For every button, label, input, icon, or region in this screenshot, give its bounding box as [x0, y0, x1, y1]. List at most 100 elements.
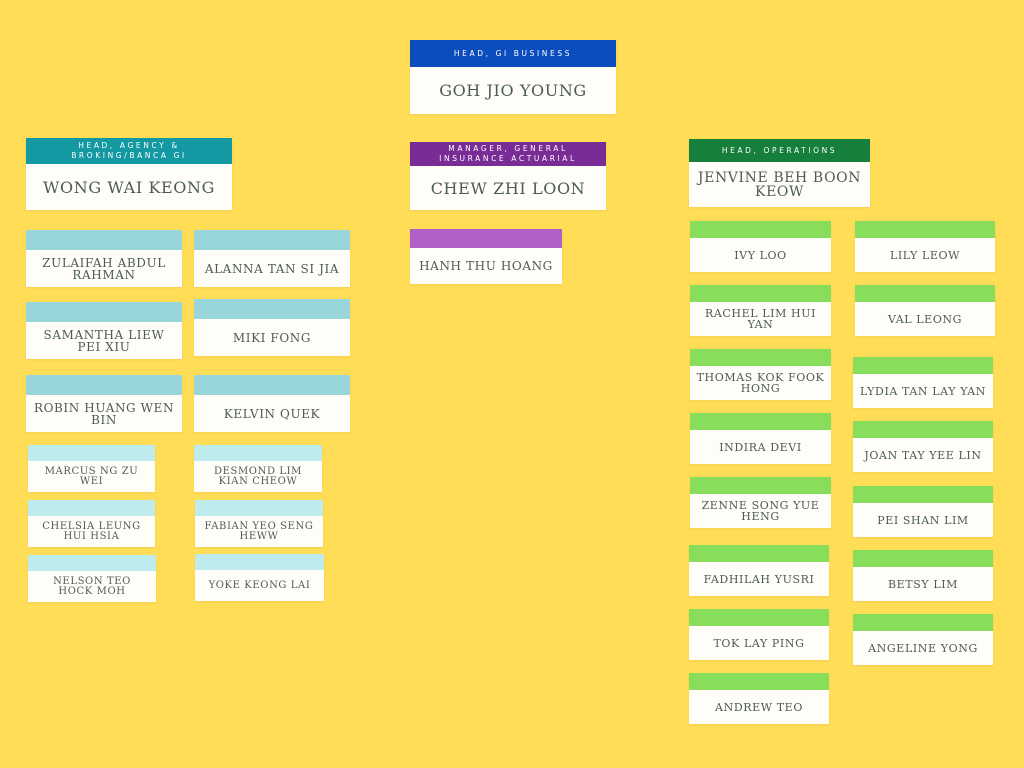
member-band	[853, 614, 993, 631]
person-name: LYDIA TAN LAY YAN	[859, 384, 986, 398]
person-name: HANH THU HOANG	[419, 259, 553, 273]
person-name: THOMAS KOK FOOK HONG	[696, 371, 825, 395]
person-name: ZULAIFAH ABDUL RAHMAN	[42, 255, 166, 282]
person-name: JOAN TAY YEE LIN	[864, 448, 982, 462]
member-band	[853, 550, 993, 567]
agency-member-card: ROBIN HUANG WEN BIN	[26, 375, 182, 432]
person-name: KELVIN QUEK	[223, 406, 321, 421]
operations-member-card: VAL LEONG	[855, 285, 995, 336]
agency-member-card: ALANNA TAN SI JIA	[194, 230, 350, 287]
person-name: FABIAN YEO SENG HEWW	[204, 520, 314, 542]
member-band	[26, 230, 182, 250]
member-band	[690, 221, 831, 238]
role-title: HEAD, GI BUSINESS	[453, 48, 573, 58]
member-band	[690, 285, 831, 302]
actuarial-member-card: HANH THU HOANG	[410, 229, 562, 284]
member-band	[26, 302, 182, 322]
person-name: LILY LEOW	[889, 248, 961, 262]
member-band	[689, 609, 829, 626]
person-name: TOK LAY PING	[713, 636, 805, 650]
person-name: VAL LEONG	[887, 312, 963, 326]
agency-member-card: SAMANTHA LIEW PEI XIU	[26, 302, 182, 359]
person-name: WONG WAI KEONG	[43, 177, 215, 197]
person-name: JENVINE BEH BOON KEOW	[697, 169, 862, 200]
person-name: MIKI FONG	[232, 330, 312, 345]
operations-member-card: PEI SHAN LIM	[853, 486, 993, 537]
person-name: MARCUS NG ZU WEI	[44, 465, 139, 487]
agency-member-card: DESMOND LIM KIAN CHEOW	[194, 445, 322, 492]
agency-member-card: ZULAIFAH ABDUL RAHMAN	[26, 230, 182, 287]
person-name: SAMANTHA LIEW PEI XIU	[43, 327, 165, 354]
role-title: HEAD, OPERATIONS	[721, 145, 838, 155]
person-name: ALANNA TAN SI JIA	[204, 261, 340, 276]
member-band	[853, 357, 993, 374]
card-head-gi-business: HEAD, GI BUSINESS GOH JIO YOUNG	[410, 40, 616, 114]
person-name: CHELSIA LEUNG HUI HSIA	[42, 520, 141, 542]
member-band	[195, 500, 323, 516]
operations-member-card: ANDREW TEO	[689, 673, 829, 724]
role-band: HEAD, GI BUSINESS	[410, 40, 616, 67]
agency-member-card: KELVIN QUEK	[194, 375, 350, 432]
role-title: MANAGER, GENERAL INSURANCE ACTUARIAL	[439, 144, 577, 163]
role-band: HEAD, OPERATIONS	[689, 139, 870, 162]
operations-member-card: INDIRA DEVI	[690, 413, 831, 464]
operations-member-card: FADHILAH YUSRI	[689, 545, 829, 596]
agency-member-card: YOKE KEONG LAI	[195, 554, 324, 601]
person-name: INDIRA DEVI	[719, 440, 802, 454]
operations-member-card: BETSY LIM	[853, 550, 993, 601]
person-name: ANDREW TEO	[715, 700, 803, 714]
person-name: NELSON TEO HOCK MOH	[53, 575, 131, 597]
member-band	[28, 500, 155, 516]
role-band: HEAD, AGENCY & BROKING/BANCA GI	[26, 138, 232, 164]
member-band	[689, 673, 829, 690]
member-band	[195, 554, 324, 570]
member-band	[26, 375, 182, 395]
person-name: BETSY LIM	[887, 577, 959, 591]
role-band: MANAGER, GENERAL INSURANCE ACTUARIAL	[410, 142, 606, 166]
person-name: PEI SHAN LIM	[877, 513, 969, 527]
member-band	[28, 445, 155, 461]
person-name: FADHILAH YUSRI	[703, 572, 815, 586]
member-band	[410, 229, 562, 248]
operations-member-card: IVY LOO	[690, 221, 831, 272]
member-band	[853, 486, 993, 503]
member-band	[853, 421, 993, 438]
card-manager-actuarial: MANAGER, GENERAL INSURANCE ACTUARIAL CHE…	[410, 142, 606, 210]
person-name: RACHEL LIM HUI YAN	[704, 307, 817, 331]
person-name: CHEW ZHI LOON	[430, 178, 586, 198]
member-band	[690, 349, 831, 366]
member-band	[194, 299, 350, 319]
operations-member-card: THOMAS KOK FOOK HONG	[690, 349, 831, 400]
member-band	[689, 545, 829, 562]
agency-member-card: CHELSIA LEUNG HUI HSIA	[28, 500, 155, 547]
member-band	[855, 221, 995, 238]
member-band	[194, 445, 322, 461]
member-band	[194, 375, 350, 395]
member-band	[690, 477, 831, 494]
person-name: ANGELINE YONG	[868, 641, 978, 655]
agency-member-card: NELSON TEO HOCK MOH	[28, 555, 156, 602]
card-head-operations: HEAD, OPERATIONS JENVINE BEH BOON KEOW	[689, 139, 870, 207]
person-name: DESMOND LIM KIAN CHEOW	[214, 465, 302, 487]
operations-member-card: LYDIA TAN LAY YAN	[853, 357, 993, 408]
person-name: GOH JIO YOUNG	[439, 81, 587, 100]
operations-member-card: ANGELINE YONG	[853, 614, 993, 665]
member-band	[690, 413, 831, 430]
card-head-agency: HEAD, AGENCY & BROKING/BANCA GI WONG WAI…	[26, 138, 232, 210]
operations-member-card: ZENNE SONG YUE HENG	[690, 477, 831, 528]
operations-member-card: JOAN TAY YEE LIN	[853, 421, 993, 472]
person-name: ROBIN HUANG WEN BIN	[33, 400, 175, 427]
operations-member-card: LILY LEOW	[855, 221, 995, 272]
person-name: ZENNE SONG YUE HENG	[701, 499, 820, 523]
agency-member-card: MARCUS NG ZU WEI	[28, 445, 155, 492]
agency-member-card: FABIAN YEO SENG HEWW	[195, 500, 323, 547]
member-band	[855, 285, 995, 302]
role-title: HEAD, AGENCY & BROKING/BANCA GI	[71, 141, 187, 160]
member-band	[28, 555, 156, 571]
operations-member-card: TOK LAY PING	[689, 609, 829, 660]
person-name: IVY LOO	[734, 248, 787, 262]
person-name: YOKE KEONG LAI	[208, 579, 311, 591]
agency-member-card: MIKI FONG	[194, 299, 350, 356]
member-band	[194, 230, 350, 250]
operations-member-card: RACHEL LIM HUI YAN	[690, 285, 831, 336]
